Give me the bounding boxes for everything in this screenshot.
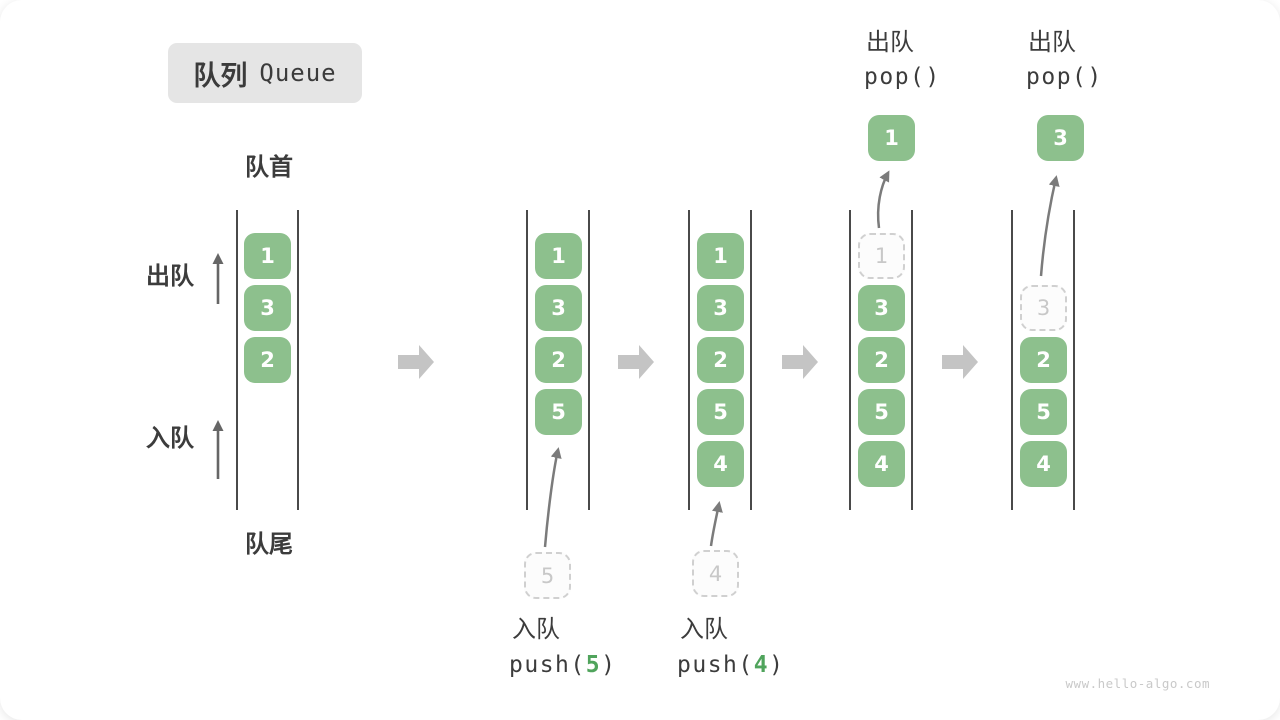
queue-item: 2: [244, 337, 291, 383]
queue-item: 4: [1020, 441, 1067, 487]
queue-item: 3: [858, 285, 905, 331]
pop-op-code: pop(): [864, 64, 941, 90]
popped-item: 3: [1037, 115, 1084, 161]
queue-item-removed-ghost: 3: [1020, 285, 1067, 331]
queue-item: 3: [697, 285, 744, 331]
queue-item: 3: [535, 285, 582, 331]
queue-channel-wall: [588, 210, 590, 510]
push-op-label: 入队: [680, 616, 728, 643]
pop-op-code: pop(): [1026, 64, 1103, 90]
push-arg: 4: [753, 652, 770, 678]
queue-channel-wall: [236, 210, 238, 510]
queue-item: 1: [535, 233, 582, 279]
queue-channel-wall: [849, 210, 851, 510]
queue-channel-wall: [911, 210, 913, 510]
push-fn: push(: [677, 652, 754, 678]
pop-arrow-icon: [876, 170, 890, 229]
queue-channel-wall: [750, 210, 752, 510]
queue-item: 2: [535, 337, 582, 383]
push-close: ): [601, 652, 617, 678]
watermark: www.hello-algo.com: [1065, 676, 1210, 691]
push-op-code: push(4): [677, 652, 784, 678]
queue-item: 4: [697, 441, 744, 487]
queue-item-removed-ghost: 1: [858, 233, 905, 279]
front-label: 队首: [245, 154, 293, 181]
incoming-item-ghost: 4: [692, 550, 739, 597]
queue-item: 2: [697, 337, 744, 383]
rear-label: 队尾: [245, 531, 293, 558]
queue-item: 1: [697, 233, 744, 279]
queue-item: 2: [1020, 337, 1067, 383]
queue-item: 3: [244, 285, 291, 331]
queue-item: 1: [244, 233, 291, 279]
push-fn: push(: [509, 652, 586, 678]
popped-item: 1: [868, 115, 915, 161]
pop-op-label: 出队: [1028, 29, 1076, 56]
push-close: ): [769, 652, 785, 678]
queue-channel-wall: [526, 210, 528, 510]
queue-item: 2: [858, 337, 905, 383]
enqueue-label: 入队: [146, 425, 194, 452]
state-transition-arrow-icon: [942, 345, 978, 379]
queue-channel-wall: [297, 210, 299, 510]
push-arg: 5: [585, 652, 602, 678]
title-en: Queue: [259, 59, 337, 87]
queue-item: 4: [858, 441, 905, 487]
dequeue-label: 出队: [146, 263, 194, 290]
title-zh: 队列: [193, 60, 248, 91]
queue-item: 5: [1020, 389, 1067, 435]
state-transition-arrow-icon: [782, 345, 818, 379]
push-op-code: push(5): [509, 652, 616, 678]
queue-item: 5: [858, 389, 905, 435]
pop-op-label: 出队: [866, 29, 914, 56]
queue-channel-wall: [688, 210, 690, 510]
push-arrow-icon: [543, 447, 562, 548]
push-arrow-icon: [709, 501, 723, 547]
push-op-label: 入队: [512, 616, 560, 643]
state-transition-arrow-icon: [618, 345, 654, 379]
queue-channel-wall: [1011, 210, 1013, 510]
title-badge: 队列 Queue: [168, 43, 362, 103]
pop-arrow-icon: [1039, 175, 1060, 277]
queue-item: 5: [697, 389, 744, 435]
queue-item: 5: [535, 389, 582, 435]
queue-channel-wall: [1073, 210, 1075, 510]
incoming-item-ghost: 5: [524, 552, 571, 599]
state-transition-arrow-icon: [398, 345, 434, 379]
